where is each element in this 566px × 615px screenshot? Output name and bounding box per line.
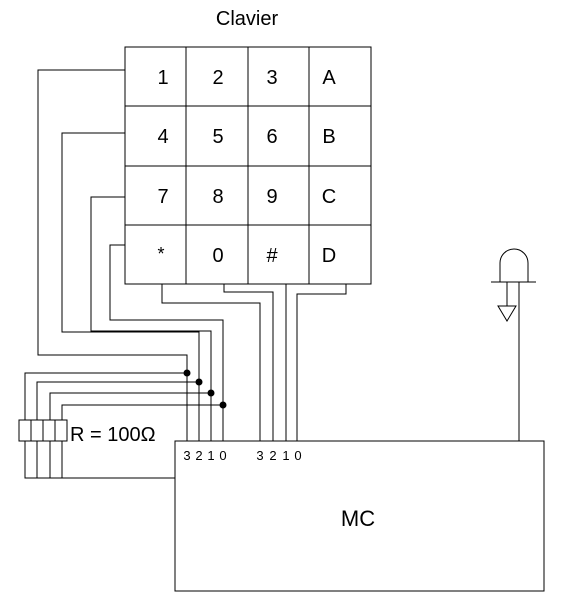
key-star[interactable]: * xyxy=(157,244,164,264)
ground-icon xyxy=(497,305,517,322)
pin-label: 2 xyxy=(269,448,276,463)
column-wires xyxy=(161,284,347,447)
resistor xyxy=(42,419,56,442)
column-wire-4 xyxy=(296,284,347,447)
row-wire-2 xyxy=(61,132,200,447)
pin-label: 0 xyxy=(294,448,301,463)
pin-label: 2 xyxy=(195,448,202,463)
pin-label: 1 xyxy=(282,448,289,463)
led xyxy=(491,248,536,441)
resistor-network: R = 100Ω xyxy=(18,419,156,446)
column-wire-2 xyxy=(223,284,274,447)
pin-label: 1 xyxy=(207,448,214,463)
resistor xyxy=(54,419,68,442)
pin-label: 3 xyxy=(256,448,263,463)
led-dome-icon xyxy=(499,248,529,282)
key-hash[interactable]: # xyxy=(266,245,278,267)
row-wires xyxy=(37,69,224,447)
row-wire-4 xyxy=(109,244,224,447)
pin-label: 0 xyxy=(219,448,226,463)
key-8[interactable]: 8 xyxy=(212,186,223,208)
junction-dot xyxy=(183,369,191,377)
microcontroller: MC 3 2 1 0 3 2 1 0 xyxy=(174,440,545,592)
key-0[interactable]: 0 xyxy=(212,245,223,267)
pullup-wire-2 xyxy=(36,381,199,478)
junction-dot xyxy=(207,389,215,397)
pin-label: 3 xyxy=(183,448,190,463)
junction-dot xyxy=(195,378,203,386)
key-6[interactable]: 6 xyxy=(266,126,277,148)
key-9[interactable]: 9 xyxy=(266,186,277,208)
key-b[interactable]: B xyxy=(322,126,335,148)
resistor xyxy=(18,419,32,442)
key-5[interactable]: 5 xyxy=(212,126,223,148)
key-3[interactable]: 3 xyxy=(266,67,277,89)
row-wire-3 xyxy=(90,196,212,447)
row-wire-1 xyxy=(37,69,188,447)
key-a[interactable]: A xyxy=(322,67,336,89)
junction-dot xyxy=(219,401,227,409)
key-4[interactable]: 4 xyxy=(157,126,168,148)
column-wire-1 xyxy=(161,284,261,447)
resistor xyxy=(30,419,44,442)
pullup-wire-4 xyxy=(61,404,223,478)
pullup-wire-3 xyxy=(49,392,211,478)
keypad: 1 2 3 A 4 5 6 B 7 8 9 C * 0 # D xyxy=(124,46,372,285)
keypad-title: Clavier xyxy=(216,8,279,30)
resistor-label: R = 100Ω xyxy=(70,424,156,446)
key-c[interactable]: C xyxy=(322,186,336,208)
mc-box xyxy=(174,440,545,592)
key-d[interactable]: D xyxy=(322,245,336,267)
pullup-wires xyxy=(24,369,227,479)
key-7[interactable]: 7 xyxy=(157,186,168,208)
mc-label: MC xyxy=(341,506,375,531)
key-1[interactable]: 1 xyxy=(157,67,168,89)
key-2[interactable]: 2 xyxy=(212,67,223,89)
